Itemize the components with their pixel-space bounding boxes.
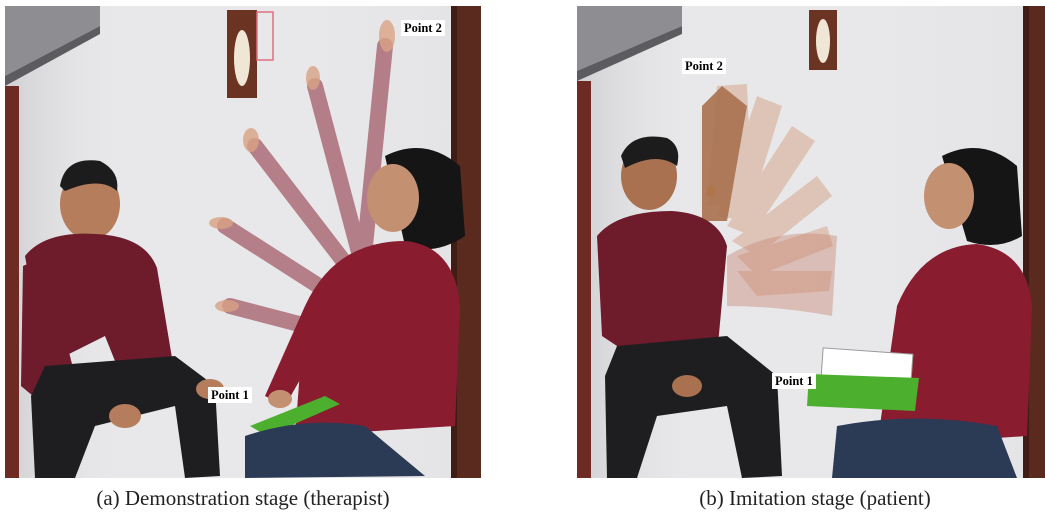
point-1-label: Point 1 <box>208 387 252 403</box>
point-1-label: Point 1 <box>772 373 816 389</box>
imitation-photo: Point 2 Point 1 <box>577 6 1045 478</box>
demonstration-photo: Point 2 Point 1 <box>5 6 481 478</box>
point-2-label: Point 2 <box>401 20 445 36</box>
point-2-label: Point 2 <box>682 58 726 74</box>
imitation-scene <box>577 6 1045 478</box>
demonstration-scene <box>5 6 481 478</box>
caption-demonstration: (a) Demonstration stage (therapist) <box>96 486 390 510</box>
caption-imitation: (b) Imitation stage (patient) <box>699 486 931 510</box>
